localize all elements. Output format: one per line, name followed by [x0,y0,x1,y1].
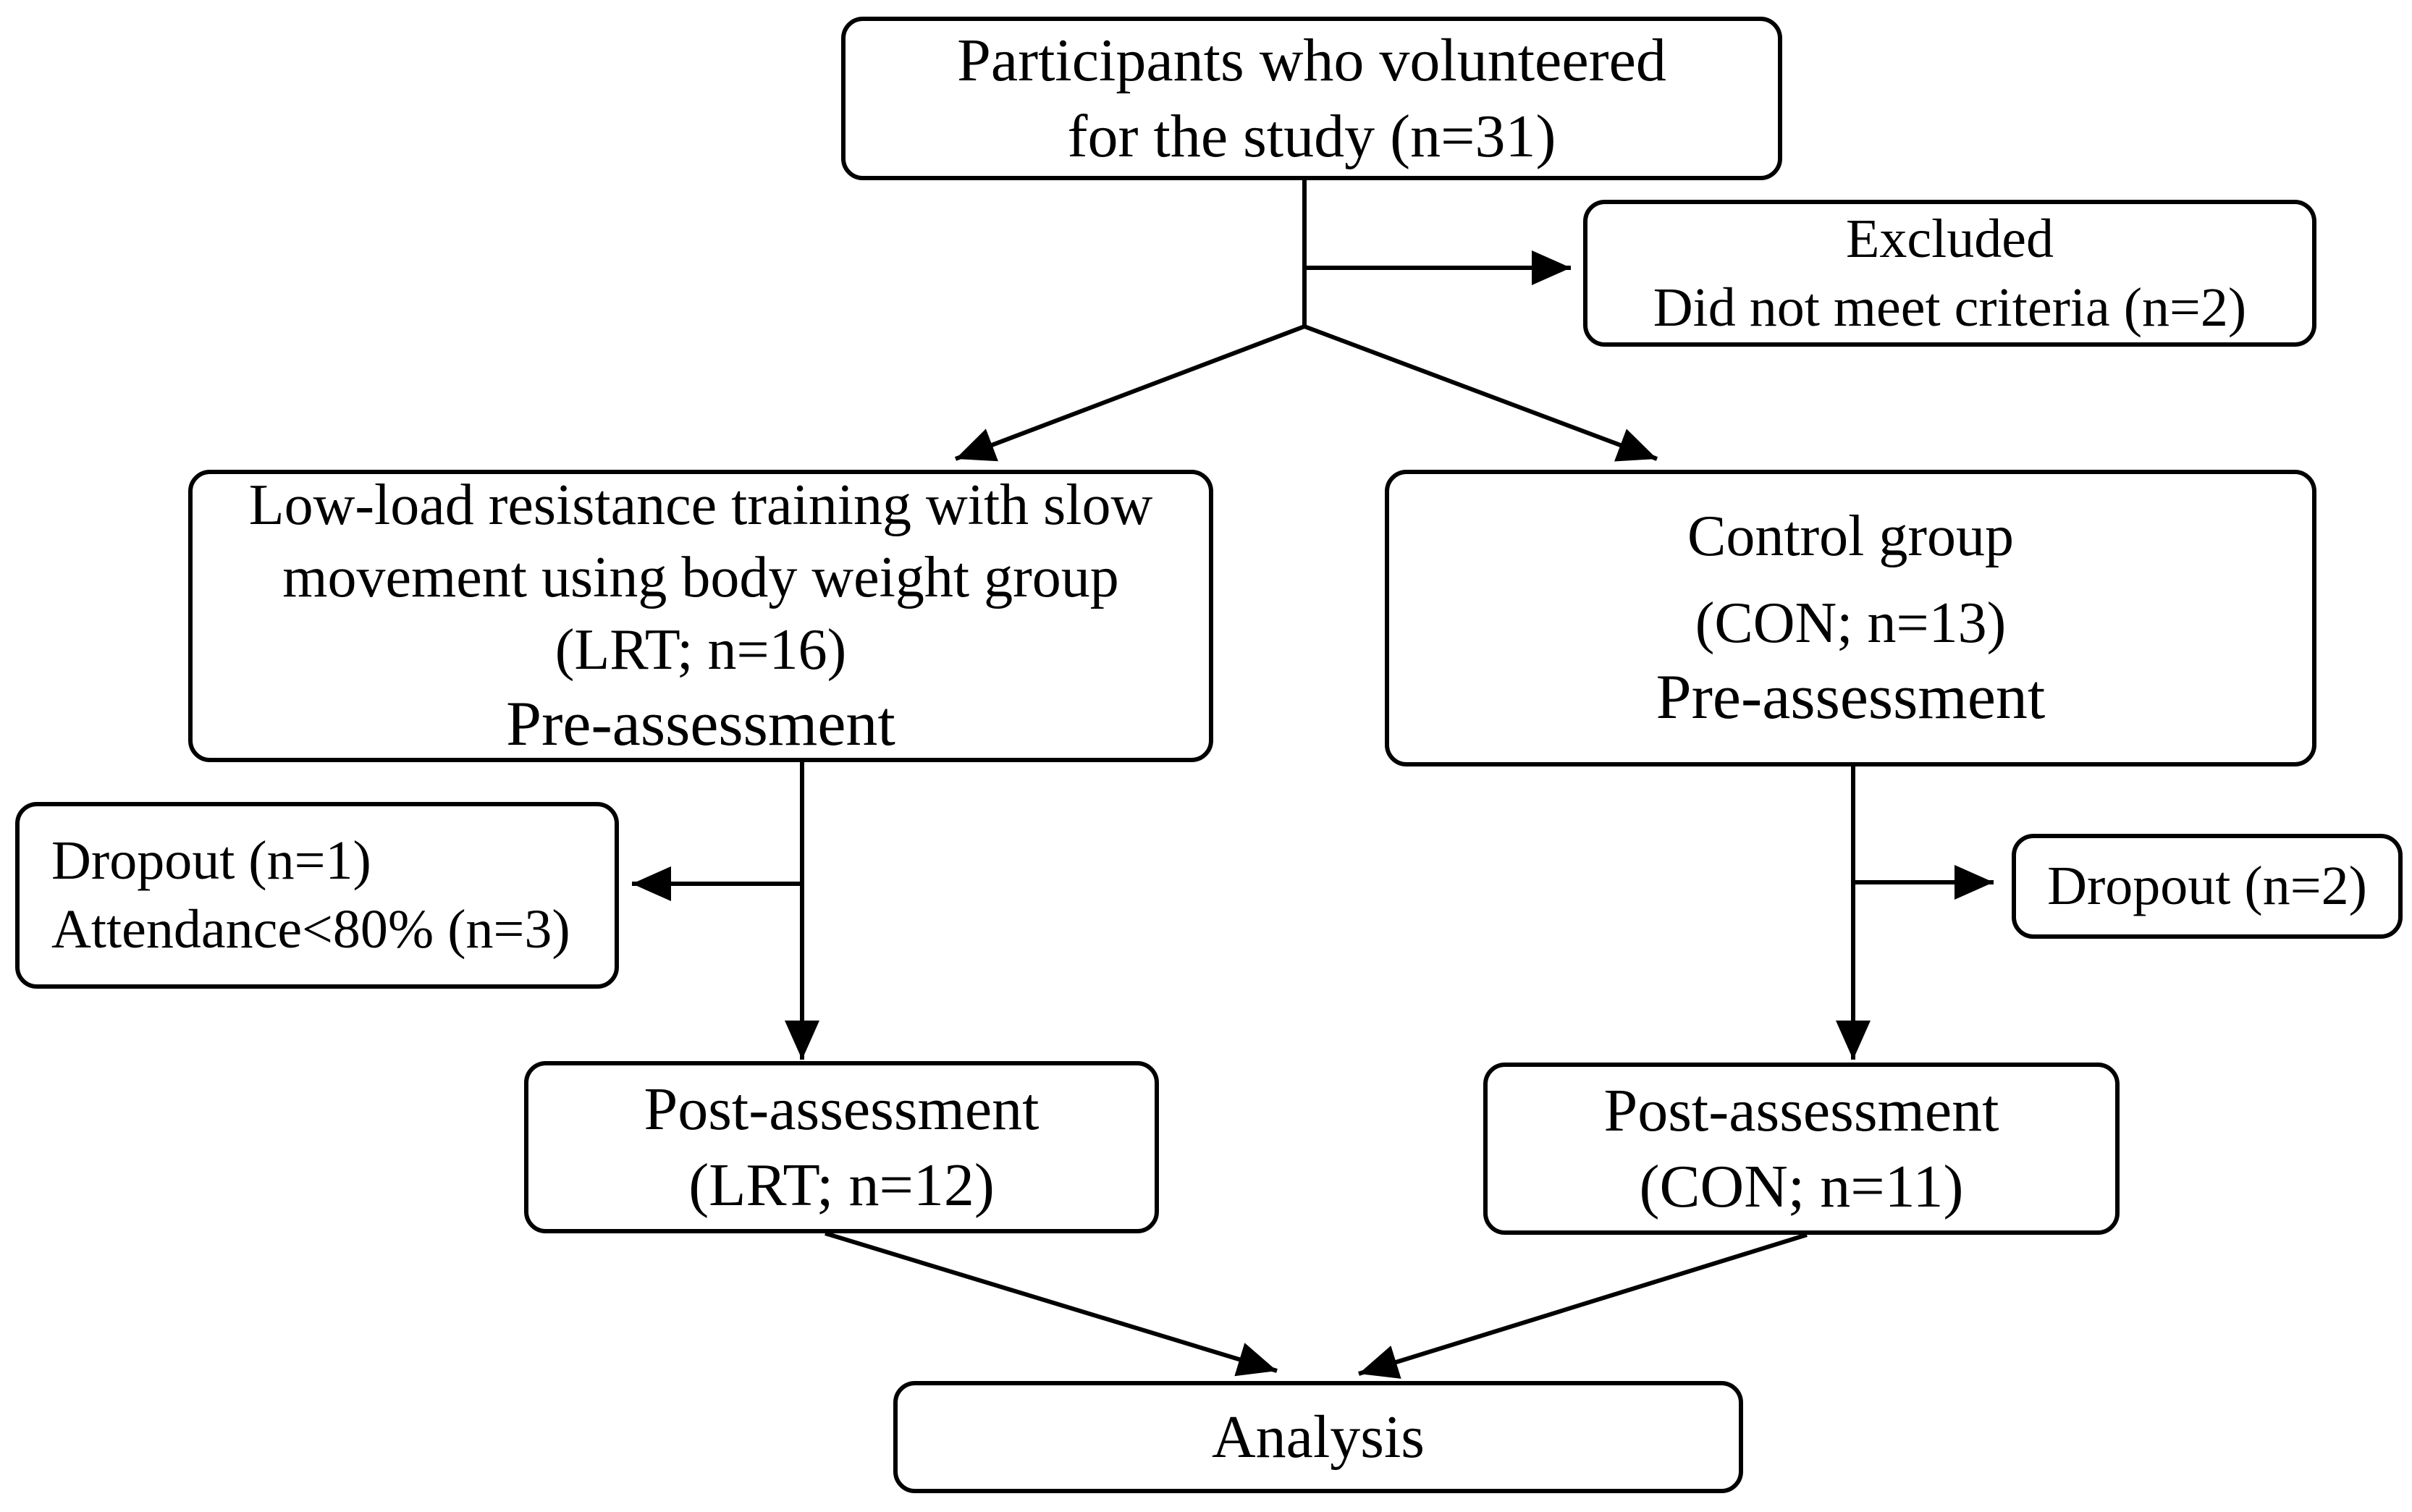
lrt-post-box: Post-assessment (LRT; n=12) [524,1061,1159,1233]
con-post-line-1: Post-assessment [1603,1077,1999,1144]
con-dropout-box: Dropout (n=2) [2012,834,2403,939]
lrt-dropout-line-1: Dropout (n=1) [51,830,371,891]
lrt-dropout-box: Dropout (n=1) Attendance<80% (n=3) [15,802,619,989]
con-post-line-2: (CON; n=11) [1639,1153,1964,1220]
excluded-box: Excluded Did not meet criteria (n=2) [1583,200,2316,347]
control-group-box: Control group (CON; n=13) Pre-assessment [1385,470,2316,766]
enrollment-box: Participants who volunteered for the stu… [841,17,1782,180]
con-analysis-arrow [1358,1233,1808,1379]
lrt-analysis-arrow [825,1231,1278,1377]
enrollment-line-1: Participants who volunteered [957,27,1666,94]
lrt-post-line-1: Post-assessment [644,1076,1040,1143]
lrt-line-1: Low-load resistance training with slow [248,473,1153,538]
con-post-box: Post-assessment (CON; n=11) [1483,1063,2120,1235]
excluded-line-1: Excluded [1845,208,2054,269]
lrt-group-box: Low-load resistance training with slow m… [188,470,1213,762]
lrt-post-line-2: (LRT; n=12) [688,1152,995,1219]
enrollment-line-2: for the study (n=31) [1067,103,1556,170]
analysis-box: Analysis [893,1381,1743,1493]
con-allocation-arrow [1303,324,1658,462]
lrt-line-2: movement using body weight group [282,546,1119,610]
excluded-line-2: Did not meet criteria (n=2) [1653,276,2247,338]
lrt-line-3: (LRT; n=16) [554,618,847,683]
con-dropout-line-1: Dropout (n=2) [2047,856,2367,916]
control-pre-assessment: Pre-assessment [1656,662,2046,733]
control-line-2: (CON; n=13) [1695,591,2007,656]
lrt-pre-assessment: Pre-assessment [506,689,895,760]
lrt-allocation-arrow [954,324,1306,462]
lrt-dropout-line-2: Attendance<80% (n=3) [51,899,570,960]
control-line-1: Control group [1687,504,2015,569]
analysis-label: Analysis [1212,1403,1425,1471]
